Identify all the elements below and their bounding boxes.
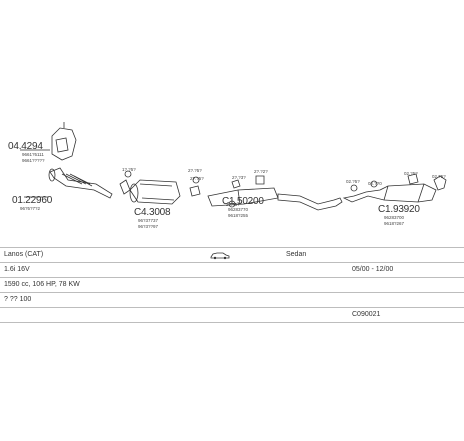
vehicle-model: Lanos (CAT) [4, 251, 44, 258]
vehicle-period: 05/00 - 12/00 [352, 266, 394, 273]
part-code-c1-50200: C1.50200 [222, 196, 264, 207]
accessory-code: 2?.?3? [232, 175, 246, 180]
part-c4-3008-shape [119, 170, 181, 205]
row-model: Lanos (CAT) Sedan [0, 247, 464, 262]
row-code: C090021 [0, 307, 464, 323]
part-code-c1-93920: C1.93920 [378, 204, 420, 215]
part-ref: 96283700 [384, 215, 405, 220]
vehicle-engine: 1.6i 16V [4, 266, 30, 273]
vehicle-info-table: Lanos (CAT) Sedan 1.6i 16V 05/00 - 12/00… [0, 247, 464, 323]
accessory-code: 2?.?5? [188, 168, 202, 173]
vehicle-body: Sedan [286, 251, 307, 258]
accessory-code: 02.?5? [432, 174, 446, 179]
vehicle-specs: 1590 cc, 106 HP, 78 KW [4, 281, 80, 288]
part-code-01-22960: 01.22960 [12, 195, 53, 206]
exhaust-diagram: 04.4294 9661?5111 9661????? 01.22960 96?… [8, 122, 447, 229]
row-engine: 1.6i 16V 05/00 - 12/00 [0, 262, 464, 277]
part-ref: 96?5?7?2 [20, 206, 41, 211]
part-04-4294-shape [51, 122, 77, 161]
part-code-04-4294: 04.4294 [8, 141, 43, 152]
accessory-code: 2?.?5? [226, 202, 240, 207]
part-ref: 96283770 [228, 207, 249, 212]
part-code-c4-3008: C4.3008 [134, 207, 171, 218]
sedan-car-icon [210, 252, 230, 260]
part-c1-50200-shape [207, 175, 343, 211]
part-01-22960-shape [48, 167, 113, 199]
row-specs: 1590 cc, 106 HP, 78 KW [0, 277, 464, 292]
accessory-code: 02.?5? [404, 171, 418, 176]
accessory-code: 02.??0 [368, 181, 382, 186]
accessory-code: 2?.?5? [190, 176, 204, 181]
part-ref: 9618?267 [384, 221, 405, 226]
part-ref: 96?3??97 [138, 224, 159, 229]
part-ref: 96?37737 [138, 218, 159, 223]
accessory-code: 1?.?5? [122, 167, 136, 172]
vehicle-code: C090021 [352, 311, 381, 318]
vehicle-extra: ? ?? 100 [4, 296, 32, 303]
accessory-code: 02.?5? [346, 179, 360, 184]
part-ref: 9618?255 [228, 213, 249, 218]
exhaust-drawing [20, 122, 447, 211]
row-extra: ? ?? 100 [0, 292, 464, 307]
accessory-code: 2?.?2? [254, 169, 268, 174]
part-ref: 9661????? [22, 158, 45, 163]
part-ref: 9661?5111 [22, 152, 44, 157]
part-c1-93920-shape [342, 173, 447, 203]
